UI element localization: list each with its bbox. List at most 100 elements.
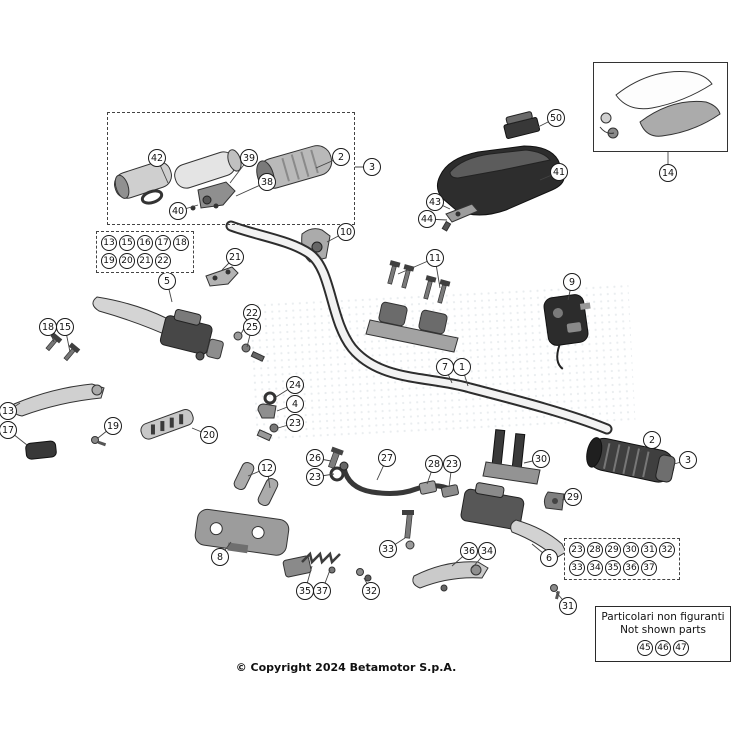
part-reference-32: 32 bbox=[659, 542, 675, 558]
part-callout-24: 24 bbox=[286, 376, 304, 394]
brake-master-cylinder-drawing bbox=[460, 482, 567, 559]
part-callout-32: 32 bbox=[362, 582, 380, 600]
part-callout-31: 31 bbox=[559, 597, 577, 615]
part-callout-35: 35 bbox=[296, 582, 314, 600]
not-shown-title-english: Not shown parts bbox=[620, 624, 706, 637]
part-reference-34: 34 bbox=[587, 560, 603, 576]
pad-bracket-drawing bbox=[441, 203, 479, 232]
part-callout-43: 43 bbox=[426, 193, 444, 211]
part-callout-5: 5 bbox=[158, 272, 176, 290]
lever-boot-drawing bbox=[25, 440, 57, 460]
part-reference-31: 31 bbox=[641, 542, 657, 558]
part-reference-13: 13 bbox=[101, 235, 117, 251]
part-reference-20: 20 bbox=[119, 253, 135, 269]
throttle-tube-drawing bbox=[174, 149, 242, 211]
part-callout-38: 38 bbox=[258, 173, 276, 191]
part-callout-6: 6 bbox=[540, 549, 558, 567]
part-callout-15: 15 bbox=[56, 318, 74, 336]
part-reference-37: 37 bbox=[641, 560, 657, 576]
hose-bracket-drawing bbox=[482, 429, 541, 485]
part-callout-11: 11 bbox=[426, 249, 444, 267]
part-callout-25: 25 bbox=[243, 318, 261, 336]
part-reference-33: 33 bbox=[569, 560, 585, 576]
part-callout-7: 7 bbox=[436, 358, 454, 376]
part-callout-23: 23 bbox=[286, 414, 304, 432]
part-callout-13: 13 bbox=[0, 402, 17, 420]
handguard-drawing bbox=[599, 71, 721, 139]
part-reference-23: 23 bbox=[569, 542, 585, 558]
part-callout-40: 40 bbox=[169, 202, 187, 220]
part-reference-46: 46 bbox=[655, 640, 671, 657]
part-callout-3: 3 bbox=[679, 451, 697, 469]
switch-housing-drawing bbox=[543, 294, 591, 370]
part-callout-19: 19 bbox=[104, 417, 122, 435]
part-reference-36: 36 bbox=[623, 560, 639, 576]
part-callout-36: 36 bbox=[460, 542, 478, 560]
part-callout-29: 29 bbox=[564, 488, 582, 506]
part-reference-17: 17 bbox=[155, 235, 171, 251]
handlebar-tube-drawing bbox=[225, 220, 613, 435]
ribbed-sleeve-drawing bbox=[140, 409, 194, 440]
part-callout-28: 28 bbox=[425, 455, 443, 473]
bar-mounts-drawing bbox=[365, 301, 459, 353]
part-callout-3: 3 bbox=[363, 158, 381, 176]
part-callout-26: 26 bbox=[306, 449, 324, 467]
part-callout-2: 2 bbox=[643, 431, 661, 449]
part-callout-2: 2 bbox=[332, 148, 350, 166]
handguard-inset-box bbox=[593, 62, 728, 152]
part-reference-47: 47 bbox=[673, 640, 689, 657]
part-callout-41: 41 bbox=[550, 163, 568, 181]
part-callout-18: 18 bbox=[39, 318, 57, 336]
part-reference-19: 19 bbox=[101, 253, 117, 269]
not-shown-title-italian: Particolari non figuranti bbox=[601, 611, 725, 623]
part-callout-12: 12 bbox=[258, 459, 276, 477]
clamp-cluster-drawing bbox=[256, 391, 279, 442]
part-callout-14: 14 bbox=[659, 164, 677, 182]
lever-screws-drawing bbox=[45, 332, 81, 362]
part-callout-39: 39 bbox=[240, 149, 258, 167]
spring-drawing bbox=[301, 551, 341, 574]
part-callout-23: 23 bbox=[306, 468, 324, 486]
part-reference-30: 30 bbox=[623, 542, 639, 558]
part-reference-35: 35 bbox=[605, 560, 621, 576]
part-callout-37: 37 bbox=[313, 582, 331, 600]
part-reference-21: 21 bbox=[137, 253, 153, 269]
part-callout-42: 42 bbox=[148, 149, 166, 167]
part-callout-23: 23 bbox=[443, 455, 461, 473]
lever-perch-drawing bbox=[194, 508, 312, 578]
copyright-text: © Copyright 2024 Betamotor S.p.A. bbox=[235, 661, 457, 674]
part-reference-22: 22 bbox=[155, 253, 171, 269]
lever-fasteners-drawing bbox=[233, 331, 265, 362]
pivot-bolt-drawing bbox=[402, 510, 415, 550]
part-callout-1: 1 bbox=[453, 358, 471, 376]
right-grip-assembly-drawing bbox=[586, 437, 676, 483]
not-shown-parts-box: Particolari non figuranti Not shown part… bbox=[595, 606, 731, 662]
part-reference-28: 28 bbox=[587, 542, 603, 558]
part-callout-21: 21 bbox=[226, 248, 244, 266]
part-reference-18: 18 bbox=[173, 235, 189, 251]
adjuster-screw-drawing bbox=[91, 436, 107, 447]
grip-detail-inset-box bbox=[107, 112, 355, 225]
part-callout-50: 50 bbox=[547, 109, 565, 127]
part-callout-4: 4 bbox=[286, 395, 304, 413]
clutch-master-cylinder-drawing bbox=[92, 296, 224, 361]
part-callout-20: 20 bbox=[200, 426, 218, 444]
part-reference-29: 29 bbox=[605, 542, 621, 558]
part-callout-27: 27 bbox=[378, 449, 396, 467]
part-reference-15: 15 bbox=[119, 235, 135, 251]
part-callout-44: 44 bbox=[418, 210, 436, 228]
part-callout-34: 34 bbox=[478, 542, 496, 560]
handlebar-pad-drawing bbox=[436, 145, 565, 216]
part-callout-9: 9 bbox=[563, 273, 581, 291]
mc-clamp-drawing bbox=[543, 491, 565, 511]
